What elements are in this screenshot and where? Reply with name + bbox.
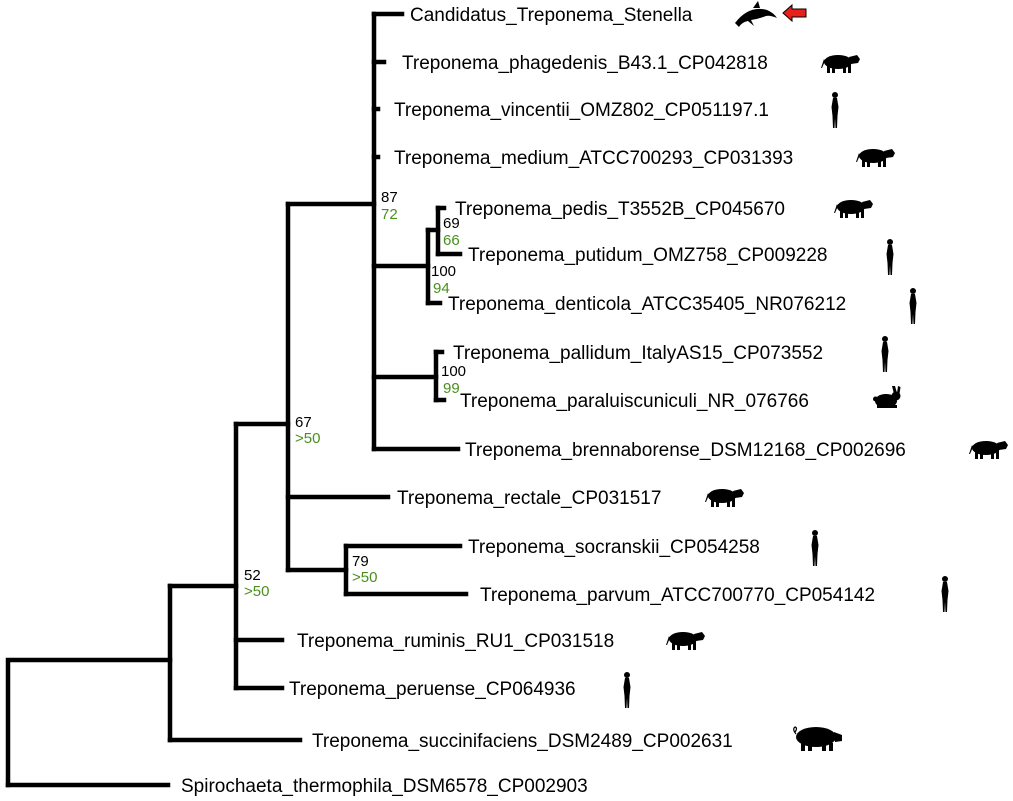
taxon-label: Treponema_phagedenis_B43.1_CP042818 xyxy=(402,53,768,74)
support-primary: 100 xyxy=(431,263,456,280)
taxon-label: Treponema_succinifaciens_DSM2489_CP00263… xyxy=(312,731,733,752)
host-icons xyxy=(623,1,1008,752)
support-secondary: 94 xyxy=(433,280,450,297)
human-icon xyxy=(886,239,894,275)
human-icon xyxy=(623,672,631,708)
human-icon xyxy=(941,576,949,612)
support-secondary: 99 xyxy=(443,380,460,397)
taxon-label: Treponema_medium_ATCC700293_CP031393 xyxy=(394,148,793,169)
human-icon xyxy=(811,530,819,566)
taxon-label: Treponema_pallidum_ItalyAS15_CP073552 xyxy=(453,343,823,364)
taxon-label: Treponema_brennaborense_DSM12168_CP00269… xyxy=(465,440,906,461)
support-secondary: >50 xyxy=(352,569,377,586)
support-secondary: 66 xyxy=(443,232,460,249)
cow-icon xyxy=(821,55,860,73)
taxon-label: Spirochaeta_thermophila_DSM6578_CP002903 xyxy=(181,776,588,797)
cow-icon xyxy=(834,200,873,218)
cow-icon xyxy=(705,489,744,507)
taxon-label: Treponema_parvum_ATCC700770_CP054142 xyxy=(480,585,875,606)
support-primary: 87 xyxy=(381,189,398,206)
human-icon xyxy=(909,288,917,324)
tree-branches xyxy=(5,11,469,788)
taxon-label: Treponema_denticola_ATCC35405_NR076212 xyxy=(448,294,846,315)
taxon-label: Treponema_pedis_T3552B_CP045670 xyxy=(455,199,785,220)
support-secondary: >50 xyxy=(295,430,320,447)
taxon-label: Treponema_peruense_CP064936 xyxy=(289,679,576,700)
branch-root xyxy=(5,657,173,788)
cow-icon xyxy=(856,149,895,167)
taxon-label: Treponema_vincentii_OMZ802_CP051197.1 xyxy=(394,100,769,121)
support-primary: 52 xyxy=(244,567,261,584)
support-primary: 100 xyxy=(441,363,466,380)
support-primary: 69 xyxy=(443,215,460,232)
cow-icon xyxy=(969,441,1008,459)
taxon-label: Candidatus_Treponema_Stenella xyxy=(410,5,693,26)
cow-icon xyxy=(666,632,705,650)
human-icon xyxy=(831,92,839,128)
support-secondary: 72 xyxy=(381,206,398,223)
support-primary: 67 xyxy=(295,414,312,431)
support-values: 87 72 69 66 100 94 100 99 67 >50 79 >50 … xyxy=(244,189,466,600)
pig-icon xyxy=(793,726,843,752)
taxon-label: Treponema_ruminis_RU1_CP031518 xyxy=(297,631,614,652)
support-secondary: >50 xyxy=(244,583,269,600)
taxon-label: Treponema_socranskii_CP054258 xyxy=(468,537,760,558)
taxon-label: Treponema_putidum_OMZ758_CP009228 xyxy=(468,245,827,266)
support-primary: 79 xyxy=(352,553,369,570)
dolphin-icon xyxy=(735,1,777,27)
rabbit-icon xyxy=(873,386,901,408)
taxon-label: Treponema_paraluiscuniculi_NR_076766 xyxy=(460,391,809,412)
red-arrow-icon xyxy=(782,3,807,23)
taxon-label: Treponema_rectale_CP031517 xyxy=(397,488,661,509)
taxon-labels: Candidatus_Treponema_Stenella Treponema_… xyxy=(181,5,906,797)
human-icon xyxy=(881,336,889,372)
